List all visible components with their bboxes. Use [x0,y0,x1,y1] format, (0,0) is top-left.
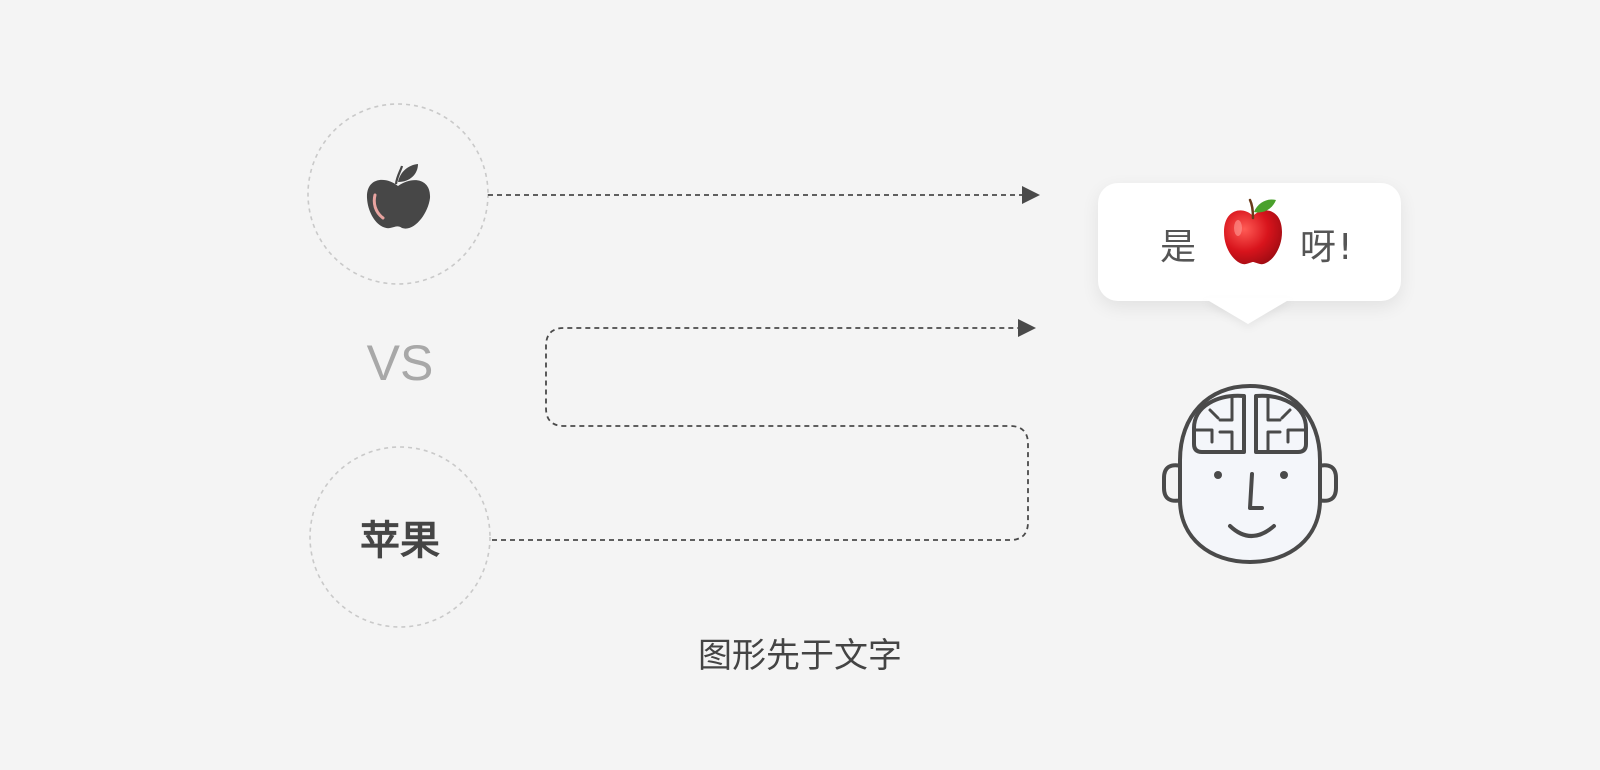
red-apple-icon [1224,198,1282,265]
diagram-caption: 图形先于文字 [698,636,902,676]
apple-silhouette-icon [366,164,431,229]
bubble-prefix-text: 是 [1160,227,1197,268]
speech-bubble-tail [1204,298,1292,324]
symbol-circle [307,103,489,285]
word-arrow [492,319,1036,541]
brain-head-icon [1162,384,1338,564]
vs-label: VS [366,335,434,391]
symbol-arrow [488,186,1040,204]
word-label: 苹果 [360,518,440,564]
bubble-suffix-text: 呀! [1300,227,1355,268]
word-circle [309,446,491,628]
